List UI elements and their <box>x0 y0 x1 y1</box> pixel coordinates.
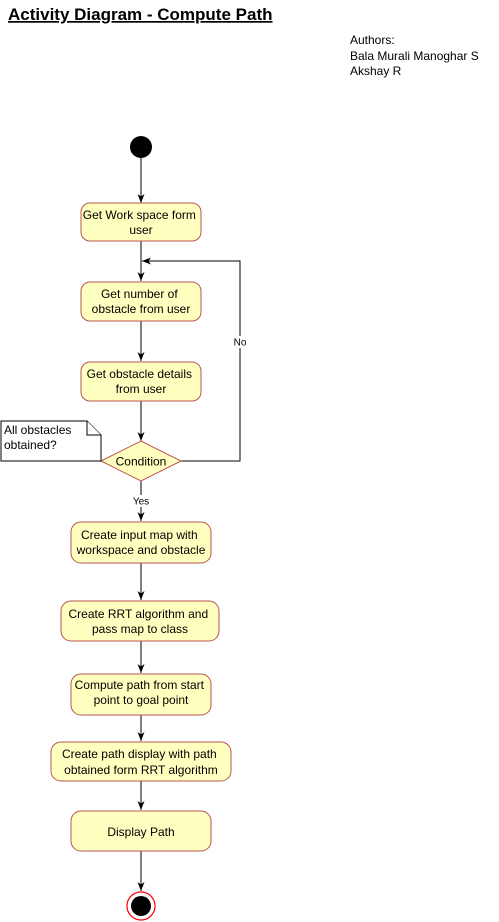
action-get-obstacle-details: Get obstacle details from user <box>80 361 202 402</box>
action-get-workspace: Get Work space form user <box>80 202 202 242</box>
edge-label-no: No <box>232 336 248 349</box>
action-label: Create RRT algorithm and pass map to cla… <box>69 607 212 636</box>
action-label: Create input map with workspace and obst… <box>76 528 206 557</box>
edge-label-yes: Yes <box>129 495 153 508</box>
note-text: All obstacles obtained? <box>4 423 75 452</box>
action-get-obstacle-count: Get number of obstacle from user <box>80 281 202 322</box>
edge-label-no-text: No <box>234 338 247 349</box>
action-create-input-map: Create input map with workspace and obst… <box>70 521 212 564</box>
author-name: Bala Murali Manoghar S <box>350 49 479 63</box>
authors-block: Authors: Bala Murali Manoghar S Akshay R <box>350 33 479 78</box>
action-label: Display Path <box>107 825 174 839</box>
action-label: Create path display with path obtained f… <box>62 747 220 777</box>
action-label: Compute path from start point to goal po… <box>75 678 208 707</box>
action-display-path: Display Path <box>70 810 212 852</box>
decision-label: Condition <box>116 455 167 469</box>
action-compute-path: Compute path from start point to goal po… <box>70 673 212 716</box>
action-create-rrt: Create RRT algorithm and pass map to cla… <box>60 600 220 642</box>
edge-condition-no-loop <box>142 257 241 462</box>
action-label: Get number of obstacle from user <box>92 287 191 316</box>
diagram-title: Activity Diagram - Compute Path <box>8 5 273 24</box>
decision-condition: Condition <box>99 440 183 482</box>
end-node <box>126 891 156 921</box>
authors-heading: Authors: <box>350 33 395 47</box>
action-label: Get obstacle details from user <box>87 367 196 396</box>
action-label: Get Work space form user <box>83 208 200 237</box>
start-node <box>130 136 152 158</box>
action-create-path-display: Create path display with path obtained f… <box>50 741 232 782</box>
note-all-obstacles: All obstacles obtained? <box>0 420 102 462</box>
edge-label-yes-text: Yes <box>133 497 149 508</box>
author-name: Akshay R <box>350 64 402 78</box>
